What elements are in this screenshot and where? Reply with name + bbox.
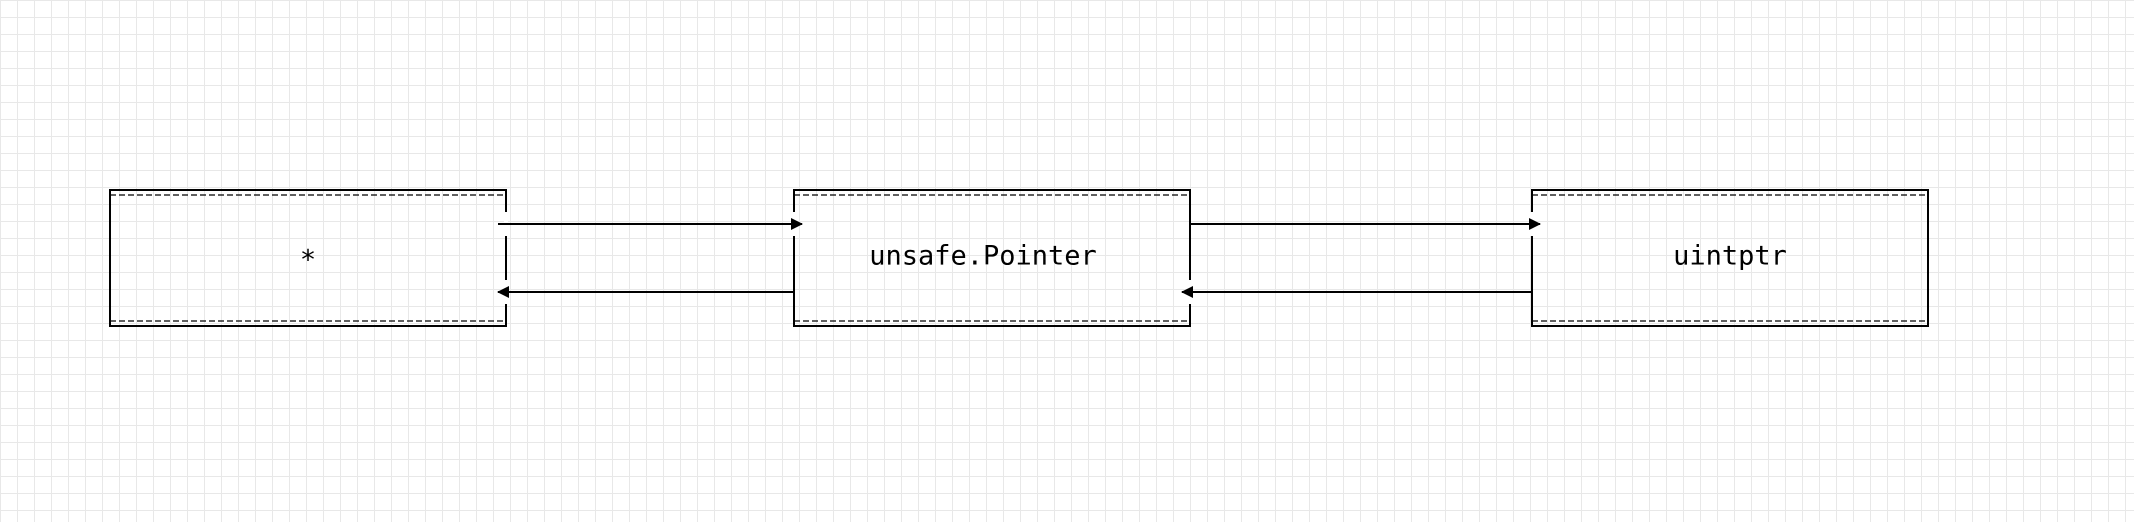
node-pointer-type-label: *: [299, 244, 317, 276]
node-unsafe-pointer-label: unsafe.Pointer: [869, 240, 1097, 272]
node-uintptr-box[interactable]: [1530, 189, 1929, 327]
node-pointer-type-box[interactable]: [109, 189, 508, 327]
node-uintptr-label: uintptr: [1673, 240, 1787, 272]
